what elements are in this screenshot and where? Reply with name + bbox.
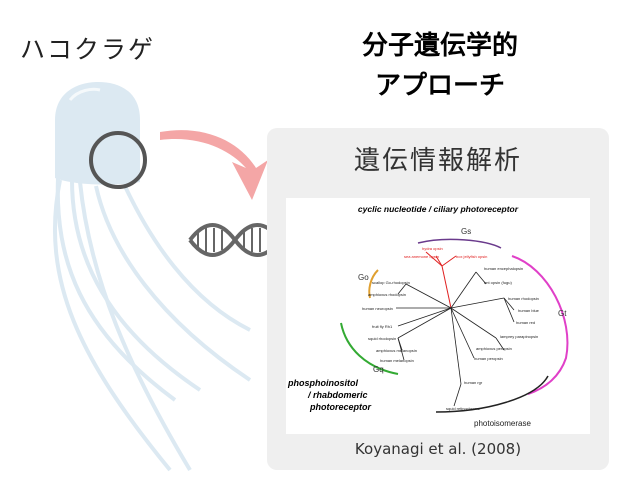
photoisomerase-label: photoisomerase [474,419,531,428]
leaf-label: box jellyfish opsin [456,254,487,259]
leaf-label: human encephalopsin [484,266,523,271]
leaf-label: human red [516,320,535,325]
leaf-label: squid rhodopsin [368,336,396,341]
leaf-label: human neuropsin [362,306,393,311]
go-arc [368,269,379,299]
gs-label: Gs [461,227,471,236]
leaf-label: sea anemone opsin [404,254,439,259]
tree-top-title: cyclic nucleotide / ciliary photorecepto… [358,204,519,214]
leaf-label: tmt opsin (fugu) [484,280,512,285]
leaf-label: amphioxus rhodopsin [368,292,406,297]
jellyfish-bell [55,82,140,185]
citation: Koyanagi et al. (2008) [354,440,522,458]
bottom-left-title-line3: photoreceptor [309,402,371,412]
panel-title: 遺伝情報解析 [353,146,522,176]
leaf-label: hydra opsin [422,246,443,251]
gt-arc [511,255,569,395]
black-branches [396,271,515,407]
leaf-label: human blue [518,308,540,313]
gq-arc [340,322,399,375]
magnifier-circle-icon [89,131,147,189]
phylogenetic-tree-figure: cyclic nucleotide / ciliary photorecepto… [286,198,590,434]
slide-title-line1: 分子遺伝学的 [361,31,518,61]
go-label: Go [358,273,369,282]
leaf-label: amphioxus peropsin [476,346,512,351]
leaf-label: human peropsin [474,356,503,361]
leaf-label: scallop Go-rhodopsin [372,280,410,285]
leaf-label: squid retinochrome [446,406,481,411]
leaf-label: human rhodopsin [508,296,539,301]
slide-title: 分子遺伝学的 アプローチ [330,26,550,106]
photoisomerase-arc [435,375,549,413]
bottom-left-title-line1: phosphoinositol [287,378,358,388]
slide-title-line2: アプローチ [374,71,505,101]
curved-arrow-icon [160,130,268,200]
red-branches [425,251,457,309]
leaf-label: lamprey parapinopsin [500,334,538,339]
gt-label: Gt [558,309,567,318]
phylogenetic-tree: cyclic nucleotide / ciliary photorecepto… [287,204,569,428]
bottom-left-title-line2: / rhabdomeric [307,390,368,400]
tentacles [52,177,252,472]
gq-label: Gq [373,365,384,374]
leaf-label: human rgr [464,380,483,385]
leaf-label: human melanopsin [380,358,414,363]
gs-arc [417,238,502,249]
leaf-label: amphioxus melanopsin [376,348,417,353]
organism-label: ハコクラゲ [20,35,156,64]
leaf-label: fruit fly Rh1 [372,324,393,329]
